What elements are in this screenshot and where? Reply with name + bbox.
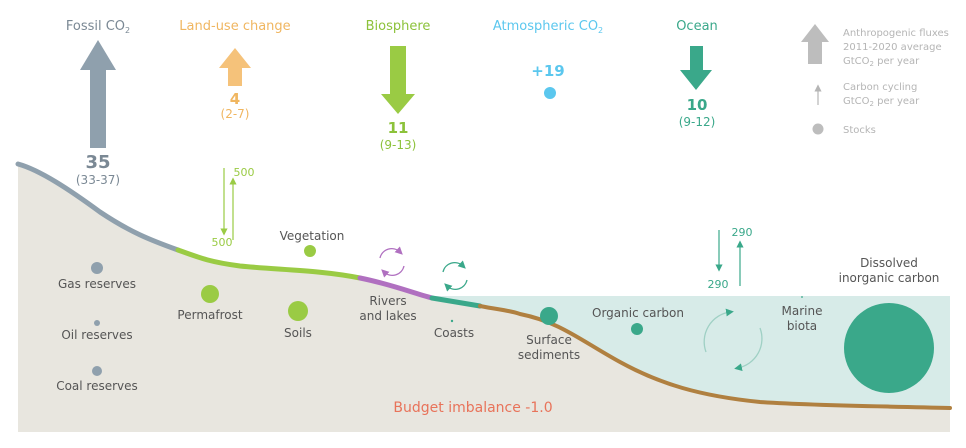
marine-biota-cycle-icon	[703, 308, 763, 372]
landuse-range: (2-7)	[221, 107, 250, 121]
ocean-flux-up-value: 290	[732, 226, 753, 239]
dissolved-inorganic-carbon-dot	[844, 303, 934, 393]
ocean-value: 10	[687, 96, 708, 114]
ocean-range: (9-12)	[679, 115, 716, 129]
landuse-value: 4	[230, 90, 240, 108]
biosphere-down-arrow	[381, 46, 415, 114]
coasts-cycle-icon	[442, 260, 468, 292]
atmos-header-label: Atmospheric CO2	[493, 19, 603, 35]
ocean-header-label: Ocean	[676, 19, 718, 34]
soils-label: Soils	[284, 326, 312, 340]
coal-reserves-label: Coal reserves	[56, 379, 138, 393]
organic-carbon-label: Organic carbon	[592, 306, 684, 320]
rivers-cycle-icon	[379, 246, 405, 278]
legend-stocks-dot	[812, 123, 824, 135]
land-flux-up-value: 500	[234, 166, 255, 179]
biosphere-range: (9-13)	[380, 138, 417, 152]
seafloor-sediment	[478, 304, 952, 410]
surface-sediments-dot	[540, 307, 558, 325]
legend-cycling-line2: GtCO2 per year	[843, 96, 920, 108]
permafrost-label: Permafrost	[177, 308, 242, 322]
land-mass	[18, 164, 950, 432]
vegetation-label: Vegetation	[280, 229, 345, 243]
marine-biota-label-line1: Marine	[782, 304, 823, 318]
vegetation-dot	[304, 245, 316, 257]
gas-reserves-dot	[91, 262, 103, 274]
sea-area	[432, 296, 950, 408]
atmos-dot	[544, 87, 556, 99]
organic-carbon-dot	[631, 323, 643, 335]
dissolved-label-line1: Dissolved	[860, 256, 918, 270]
soils-dot	[288, 301, 308, 321]
surface-sediments-label-line1: Surface	[526, 333, 572, 347]
coasts-dot	[450, 319, 454, 323]
oil-reserves-dot	[94, 320, 100, 326]
landuse-header-label: Land-use change	[179, 19, 290, 34]
legend-stocks-label: Stocks	[843, 125, 876, 136]
legend-anthro-arrow	[801, 24, 829, 64]
fossil-up-arrow	[80, 40, 116, 148]
coasts-label: Coasts	[434, 326, 474, 340]
coal-reserves-dot	[92, 366, 102, 376]
ocean-flux-down-value: 290	[708, 278, 729, 291]
fossil-value: 35	[85, 152, 110, 173]
legend-anthro-line2: 2011-2020 average	[843, 42, 942, 53]
coastline-rivers	[357, 275, 435, 301]
legend-anthro-line3: GtCO2 per year	[843, 56, 920, 68]
coastline-coasts	[429, 295, 483, 309]
ocean-down-arrow	[680, 46, 712, 90]
dissolved-label-line2: inorganic carbon	[839, 271, 940, 285]
fossil-range: (33-37)	[76, 173, 120, 187]
atmos-value: +19	[531, 62, 564, 80]
oil-reserves-label: Oil reserves	[61, 328, 132, 342]
surface-sediments-label-line2: sediments	[518, 348, 580, 362]
landuse-up-arrow	[219, 48, 251, 86]
biosphere-header-label: Biosphere	[366, 19, 431, 34]
rivers-label-line1: Rivers	[369, 294, 406, 308]
marine-biota-dot	[801, 296, 803, 298]
coastline-fossil	[15, 161, 181, 253]
legend-cycling-line1: Carbon cycling	[843, 82, 917, 93]
permafrost-dot	[201, 285, 219, 303]
marine-biota-label-line2: biota	[787, 319, 817, 333]
rivers-label-line2: and lakes	[359, 309, 416, 323]
budget-imbalance-label: Budget imbalance -1.0	[393, 400, 552, 416]
gas-reserves-label: Gas reserves	[58, 277, 136, 291]
legend-anthro-line1: Anthropogenic fluxes	[843, 28, 949, 39]
coastline-biosphere	[175, 247, 363, 281]
fossil-header-label: Fossil CO2	[66, 19, 130, 35]
biosphere-value: 11	[388, 119, 409, 137]
land-flux-down-value: 500	[212, 236, 233, 249]
